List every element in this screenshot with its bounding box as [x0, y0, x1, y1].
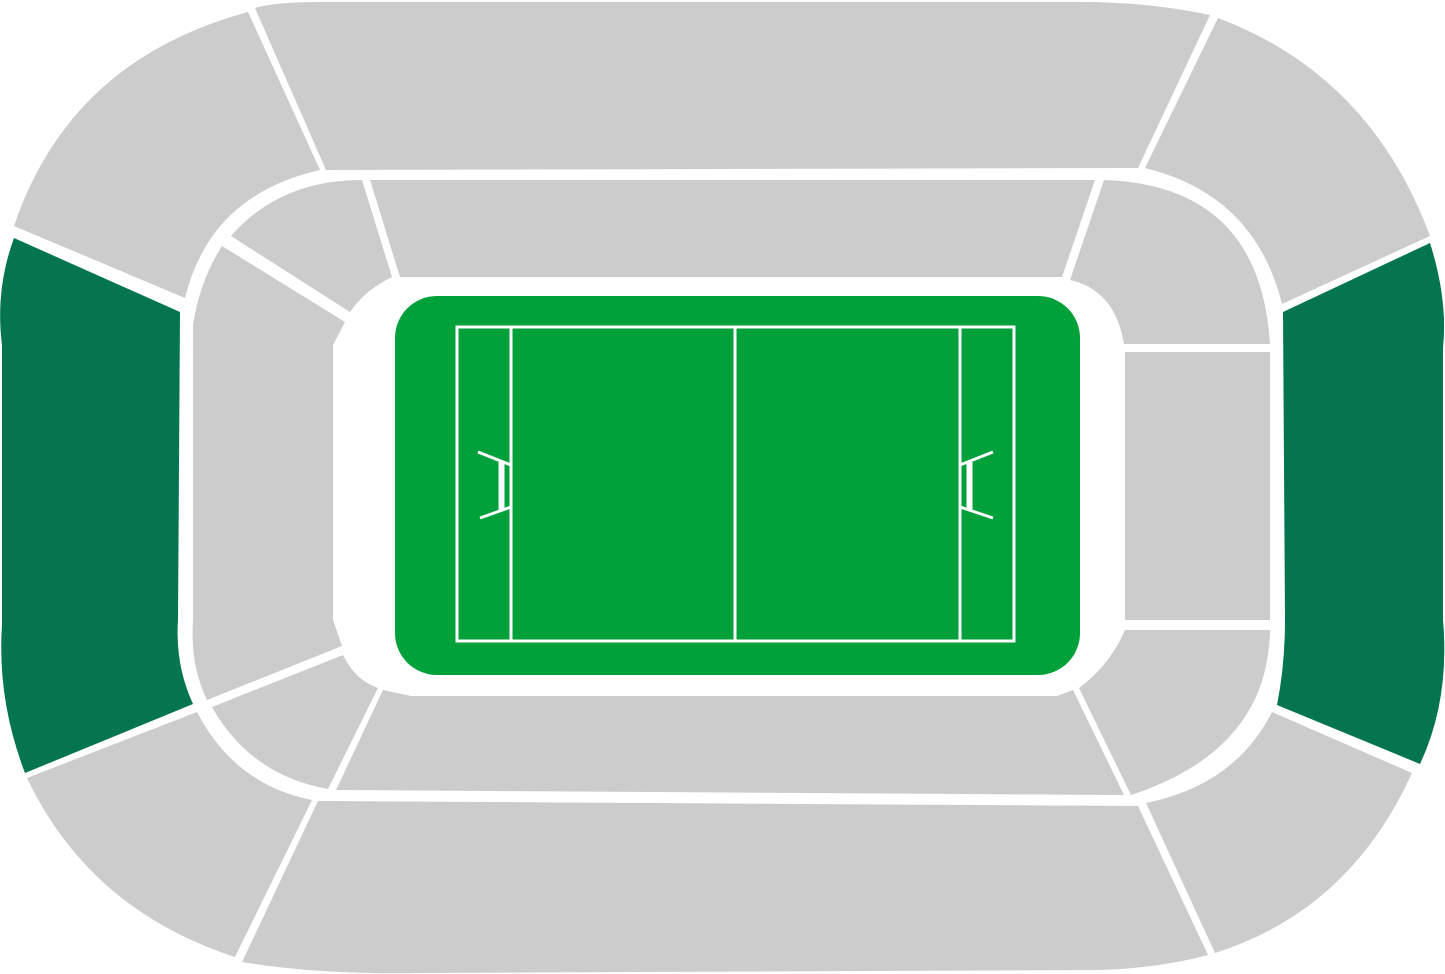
pitch [395, 296, 1080, 675]
upper-section-right[interactable] [1277, 243, 1445, 764]
right-goalpost-icon [959, 450, 994, 520]
lower-section-top[interactable] [370, 180, 1095, 277]
upper-section-bottom-left[interactable] [27, 712, 312, 957]
lower-section-top-right[interactable] [1070, 180, 1270, 344]
lower-section-bottom[interactable] [336, 690, 1124, 795]
lower-section-bottom-left[interactable] [212, 655, 378, 789]
upper-section-bottom[interactable] [242, 801, 1208, 974]
pitch-surface [395, 296, 1080, 675]
lower-section-left[interactable] [192, 246, 345, 700]
lower-section-bottom-right[interactable] [1079, 630, 1270, 795]
lower-section-right[interactable] [1125, 352, 1270, 620]
left-goalpost-icon [477, 450, 512, 520]
upper-section-top[interactable] [255, 2, 1210, 170]
lower-section-top-left[interactable] [231, 180, 392, 312]
lower-tier [192, 180, 1270, 795]
pitch-markings [455, 325, 1016, 643]
upper-section-top-right[interactable] [1145, 18, 1430, 304]
upper-section-top-left[interactable] [14, 12, 320, 298]
upper-section-left[interactable] [0, 238, 193, 773]
upper-section-bottom-right[interactable] [1146, 712, 1412, 953]
